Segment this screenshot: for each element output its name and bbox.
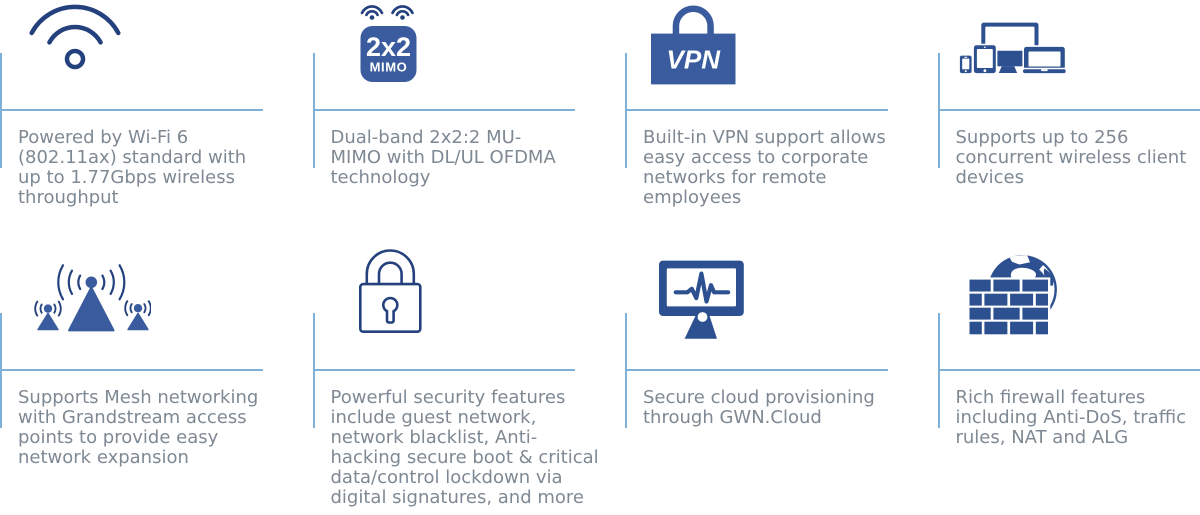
mimo-badge-top-label: 2x2 bbox=[365, 32, 410, 62]
firewall-icon bbox=[967, 255, 1057, 335]
accent-horizontal-rule bbox=[0, 109, 263, 111]
vpn-lock-icon: VPN bbox=[651, 5, 736, 85]
feature-card-wifi6: Powered by Wi-Fi 6(802.11ax) standard wi… bbox=[0, 0, 263, 260]
wifi-icon bbox=[29, 4, 121, 70]
security-lock-icon bbox=[358, 249, 422, 333]
accent-horizontal-rule bbox=[937, 369, 1200, 371]
mesh-network-icon bbox=[34, 264, 151, 332]
feature-description: Powered by Wi-Fi 6(802.11ax) standard wi… bbox=[18, 127, 247, 208]
accent-horizontal-rule bbox=[312, 109, 575, 111]
vpn-badge-label: VPN bbox=[667, 45, 722, 75]
client-devices-icon bbox=[957, 22, 1066, 74]
feature-description: Dual-band 2x2:2 MU-MIMO with DL/UL OFDMA… bbox=[330, 127, 556, 188]
accent-horizontal-rule bbox=[625, 369, 888, 371]
accent-horizontal-rule bbox=[312, 369, 575, 371]
mimo-2x2-icon: 2x2 MIMO bbox=[360, 5, 416, 82]
accent-horizontal-rule bbox=[625, 109, 888, 111]
accent-horizontal-rule bbox=[0, 369, 263, 371]
mimo-badge-bottom-label: MIMO bbox=[369, 60, 407, 75]
feature-card-mimo: 2x2 MIMO Dual-band 2x2:2 MU-MIMO with DL… bbox=[312, 0, 575, 260]
accent-horizontal-rule bbox=[937, 109, 1200, 111]
cloud-monitoring-icon bbox=[659, 260, 744, 339]
